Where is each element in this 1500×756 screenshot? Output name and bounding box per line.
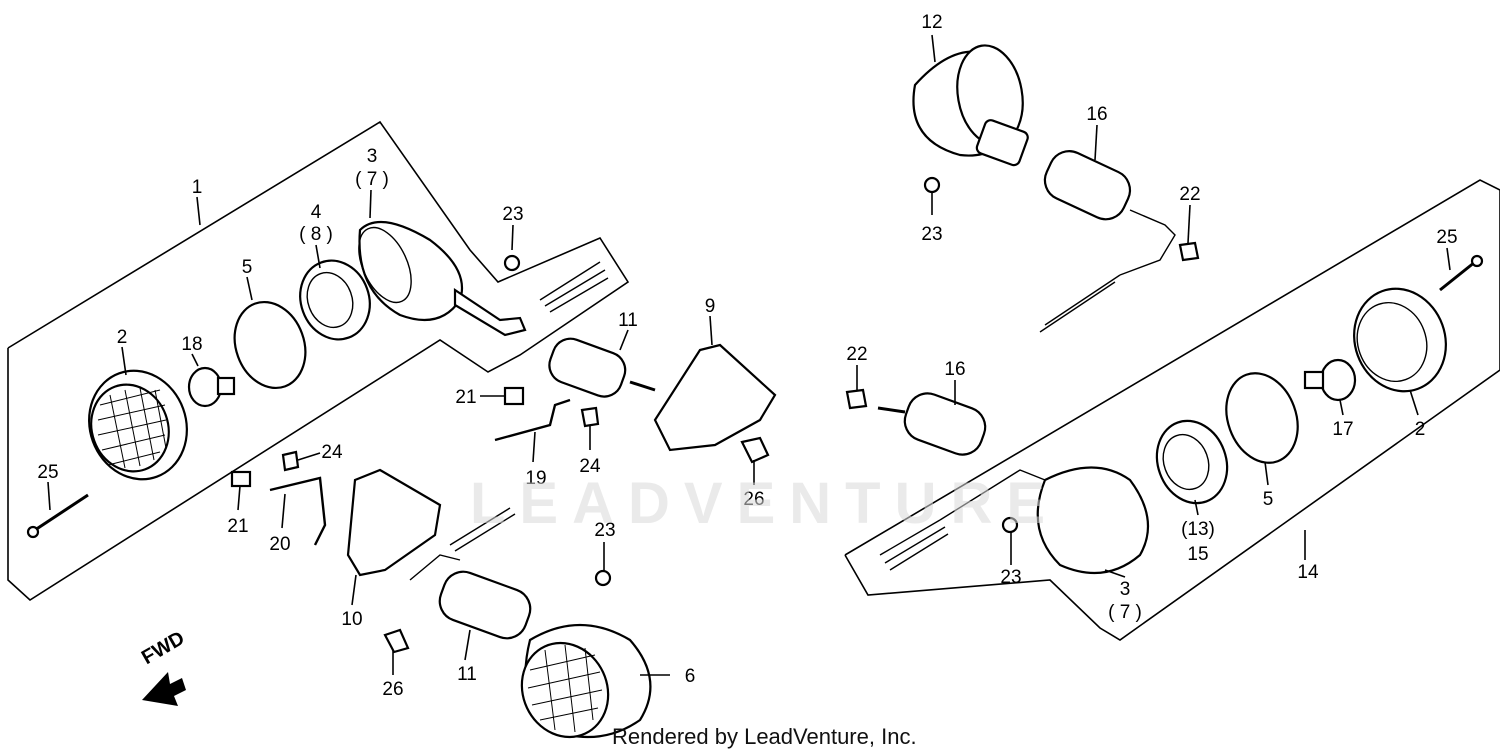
label-23-b: 23 — [594, 520, 615, 541]
ring-left — [233, 300, 307, 390]
lamp-6 — [520, 624, 652, 739]
label-8: ( 8 ) — [299, 224, 333, 245]
label-26-a: 26 — [743, 489, 764, 510]
label-19: 19 — [525, 468, 546, 489]
screw-23-d — [1001, 516, 1019, 534]
label-25-left: 25 — [37, 462, 58, 483]
label-7-right: ( 7 ) — [1108, 602, 1142, 623]
label-5-right: 5 — [1263, 489, 1274, 510]
label-24-a: 24 — [579, 456, 601, 477]
wires-left — [539, 261, 609, 313]
label-24-b: 24 — [321, 442, 343, 463]
label-22-a: 22 — [1179, 184, 1200, 205]
label-23-c: 23 — [921, 224, 942, 245]
wires-mid — [449, 507, 516, 552]
label-6: 6 — [685, 666, 696, 687]
nut-26-a — [740, 436, 770, 464]
bolt-21-a — [503, 386, 525, 406]
label-13: (13) — [1181, 519, 1215, 540]
label-23-d: 23 — [1000, 567, 1021, 588]
label-11-b: 11 — [457, 664, 477, 685]
label-15: 15 — [1187, 544, 1208, 565]
label-2-left: 2 — [117, 327, 128, 348]
stem-unit-11a — [548, 337, 656, 398]
bracket-9 — [653, 343, 777, 452]
part-labels: 1 3 ( 7 ) 4 ( 8 ) 5 2 18 25 23 11 9 21 1… — [37, 12, 1457, 700]
clip-19 — [494, 398, 571, 442]
nut-22-a — [1178, 241, 1200, 262]
socket-left — [299, 259, 371, 341]
label-9: 9 — [705, 296, 716, 317]
screw-left — [26, 493, 89, 539]
label-22-b: 22 — [846, 344, 867, 365]
label-7-left: ( 7 ) — [355, 169, 389, 190]
watermark: LEADVENTURE — [470, 471, 1060, 536]
label-18: 18 — [181, 334, 202, 355]
label-11-a: 11 — [618, 310, 638, 331]
label-1: 1 — [192, 177, 203, 198]
lens-left — [88, 369, 188, 481]
screw-23-a — [503, 254, 521, 272]
bolt-21-b — [230, 470, 252, 488]
label-21-a: 21 — [455, 387, 476, 408]
bulb-left — [187, 366, 236, 408]
label-25-right: 25 — [1436, 227, 1457, 248]
label-3-left: 3 — [367, 146, 378, 167]
leader-lines — [47, 34, 1451, 676]
credit-text: Rendered by LeadVenture, Inc. — [612, 724, 917, 749]
screw-right — [1439, 254, 1484, 292]
clip-20 — [269, 476, 327, 546]
label-12: 12 — [921, 12, 942, 33]
lamp-12 — [912, 44, 1029, 167]
wires-top-right — [1039, 274, 1121, 333]
label-23-a: 23 — [502, 204, 523, 225]
housing-right — [939, 466, 1150, 575]
label-14: 14 — [1297, 562, 1319, 583]
label-3-right: 3 — [1120, 579, 1131, 600]
bracket-10 — [346, 468, 442, 577]
nut-26-b — [383, 628, 410, 654]
label-21-b: 21 — [227, 516, 248, 537]
label-26-b: 26 — [382, 679, 403, 700]
fwd-arrow-icon — [142, 672, 186, 706]
bulb-right — [1303, 358, 1357, 402]
socket-right — [1155, 419, 1229, 505]
housing-left — [358, 220, 527, 337]
lens-right — [1353, 287, 1447, 393]
nut-24-b — [281, 450, 300, 472]
nut-22-b — [845, 388, 868, 410]
ring-right — [1225, 372, 1299, 464]
wires-bottom-right — [879, 519, 949, 571]
label-2-right: 2 — [1415, 419, 1426, 440]
label-4: 4 — [311, 202, 322, 223]
stem-unit-16a — [1043, 150, 1176, 276]
label-16-a: 16 — [1086, 104, 1107, 125]
stem-unit-16b — [877, 392, 987, 456]
screw-23-c — [923, 176, 941, 194]
label-17: 17 — [1332, 419, 1353, 440]
label-20: 20 — [269, 534, 290, 555]
assembly-outline-right — [844, 179, 1500, 641]
stem-unit-11b — [409, 554, 532, 640]
assembly-outline-left — [7, 120, 630, 602]
screw-23-b — [594, 569, 612, 587]
label-16-b: 16 — [944, 359, 965, 380]
label-5-left: 5 — [242, 257, 253, 278]
label-10: 10 — [341, 609, 362, 630]
nut-24-a — [580, 406, 600, 428]
